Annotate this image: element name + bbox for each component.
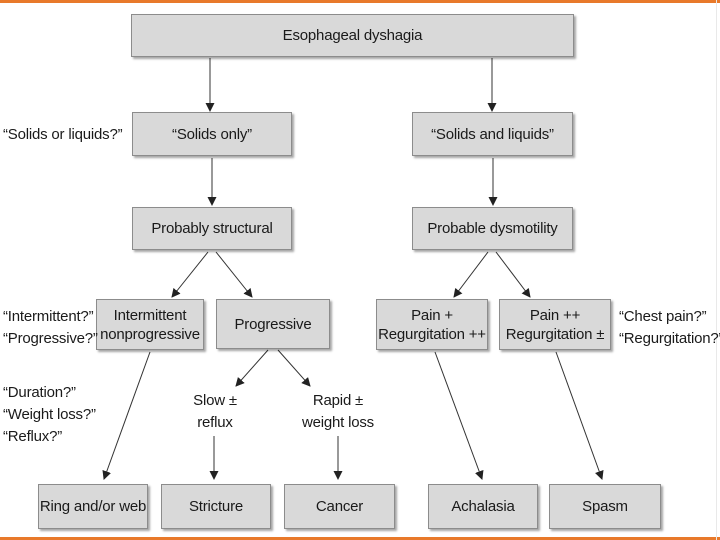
question-solids-or-liquids: “Solids or liquids?” [3,124,123,146]
box-label-line: nonprogressive [100,325,200,343]
question-line: “Solids or liquids?” [3,126,123,143]
box-label: Progressive [234,315,312,333]
arrow-structural-to-progressive [215,251,253,298]
box-pain-plus: Pain + Regurgitation ++ [376,299,488,350]
box-label-line: Regurgitation ± [505,325,605,343]
box-probable-dysmotility: Probable dysmotility [412,207,573,250]
right-edge-line [716,0,717,540]
arrow-progressive-to-rapid [277,349,311,387]
question-intermittent-progressive: “Intermittent?” “Progressive?” [3,306,98,350]
arrow-dysmotility-to-pain-plusplus [495,251,531,298]
box-label: Stricture [188,498,244,515]
box-probably-structural: Probably structural [132,207,292,250]
arrow-progressive-to-slow [235,349,269,387]
box-label-line: Pain + [411,306,453,324]
branch-label-line: weight loss [301,414,374,431]
box-solids-and-liquids: “Solids and liquids” [412,112,573,156]
arrow-pain-plusplus-to-spasm [555,351,604,480]
box-cancer: Cancer [284,484,395,529]
box-label-line: Regurgitation ++ [378,325,486,343]
arrow-dysmotility-to-pain-plus [453,251,489,298]
question-line: “Duration?” [3,384,76,401]
branch-label-line: Rapid ± [312,392,364,409]
box-label: Esophageal dyshagia [282,27,423,44]
box-label: “Solids and liquids” [431,125,554,143]
box-label: “Solids only” [172,125,252,143]
box-spasm: Spasm [549,484,661,529]
box-label-line: Pain ++ [529,306,581,324]
box-label: Achalasia [451,498,515,515]
arrow-structural-to-intermittent [171,251,209,298]
bottom-accent-bar [0,537,720,540]
box-progressive: Progressive [216,299,330,349]
question-line: “Regurgitation?” [619,330,720,347]
branch-label-line: reflux [197,414,233,431]
box-intermittent-nonprogressive: Intermittent nonprogressive [96,299,204,350]
box-label: Ring and/or web [39,498,147,515]
box-esophageal-dysphagia: Esophageal dyshagia [131,14,574,57]
box-solids-only: “Solids only” [132,112,292,156]
box-achalasia: Achalasia [428,484,538,529]
question-duration-weight-reflux: “Duration?” “Weight loss?” “Reflux?” [3,382,96,448]
box-ring-and-or-web: Ring and/or web [38,484,148,529]
box-stricture: Stricture [161,484,271,529]
question-line: “Progressive?” [3,330,98,347]
box-label: Probable dysmotility [427,220,558,237]
top-accent-bar [0,0,720,3]
branch-label-line: Slow ± [193,392,237,409]
arrow-intermittent-to-ring [102,351,151,480]
question-line: “Chest pain?” [619,308,707,325]
question-chest-pain-regurgitation: “Chest pain?” “Regurgitation?” [619,306,720,350]
arrow-pain-plus-to-achalasia [434,351,484,480]
box-label: Cancer [315,498,364,515]
box-pain-plusplus: Pain ++ Regurgitation ± [499,299,611,350]
question-line: “Reflux?” [3,428,63,445]
branch-label-slow-reflux: Slow ± reflux [174,390,256,434]
box-label-line: Intermittent [113,306,187,324]
box-label: Probably structural [151,220,273,237]
question-line: “Intermittent?” [3,308,94,325]
branch-label-rapid-weight-loss: Rapid ± weight loss [292,390,384,434]
box-label: Spasm [582,498,628,515]
question-line: “Weight loss?” [3,406,96,423]
